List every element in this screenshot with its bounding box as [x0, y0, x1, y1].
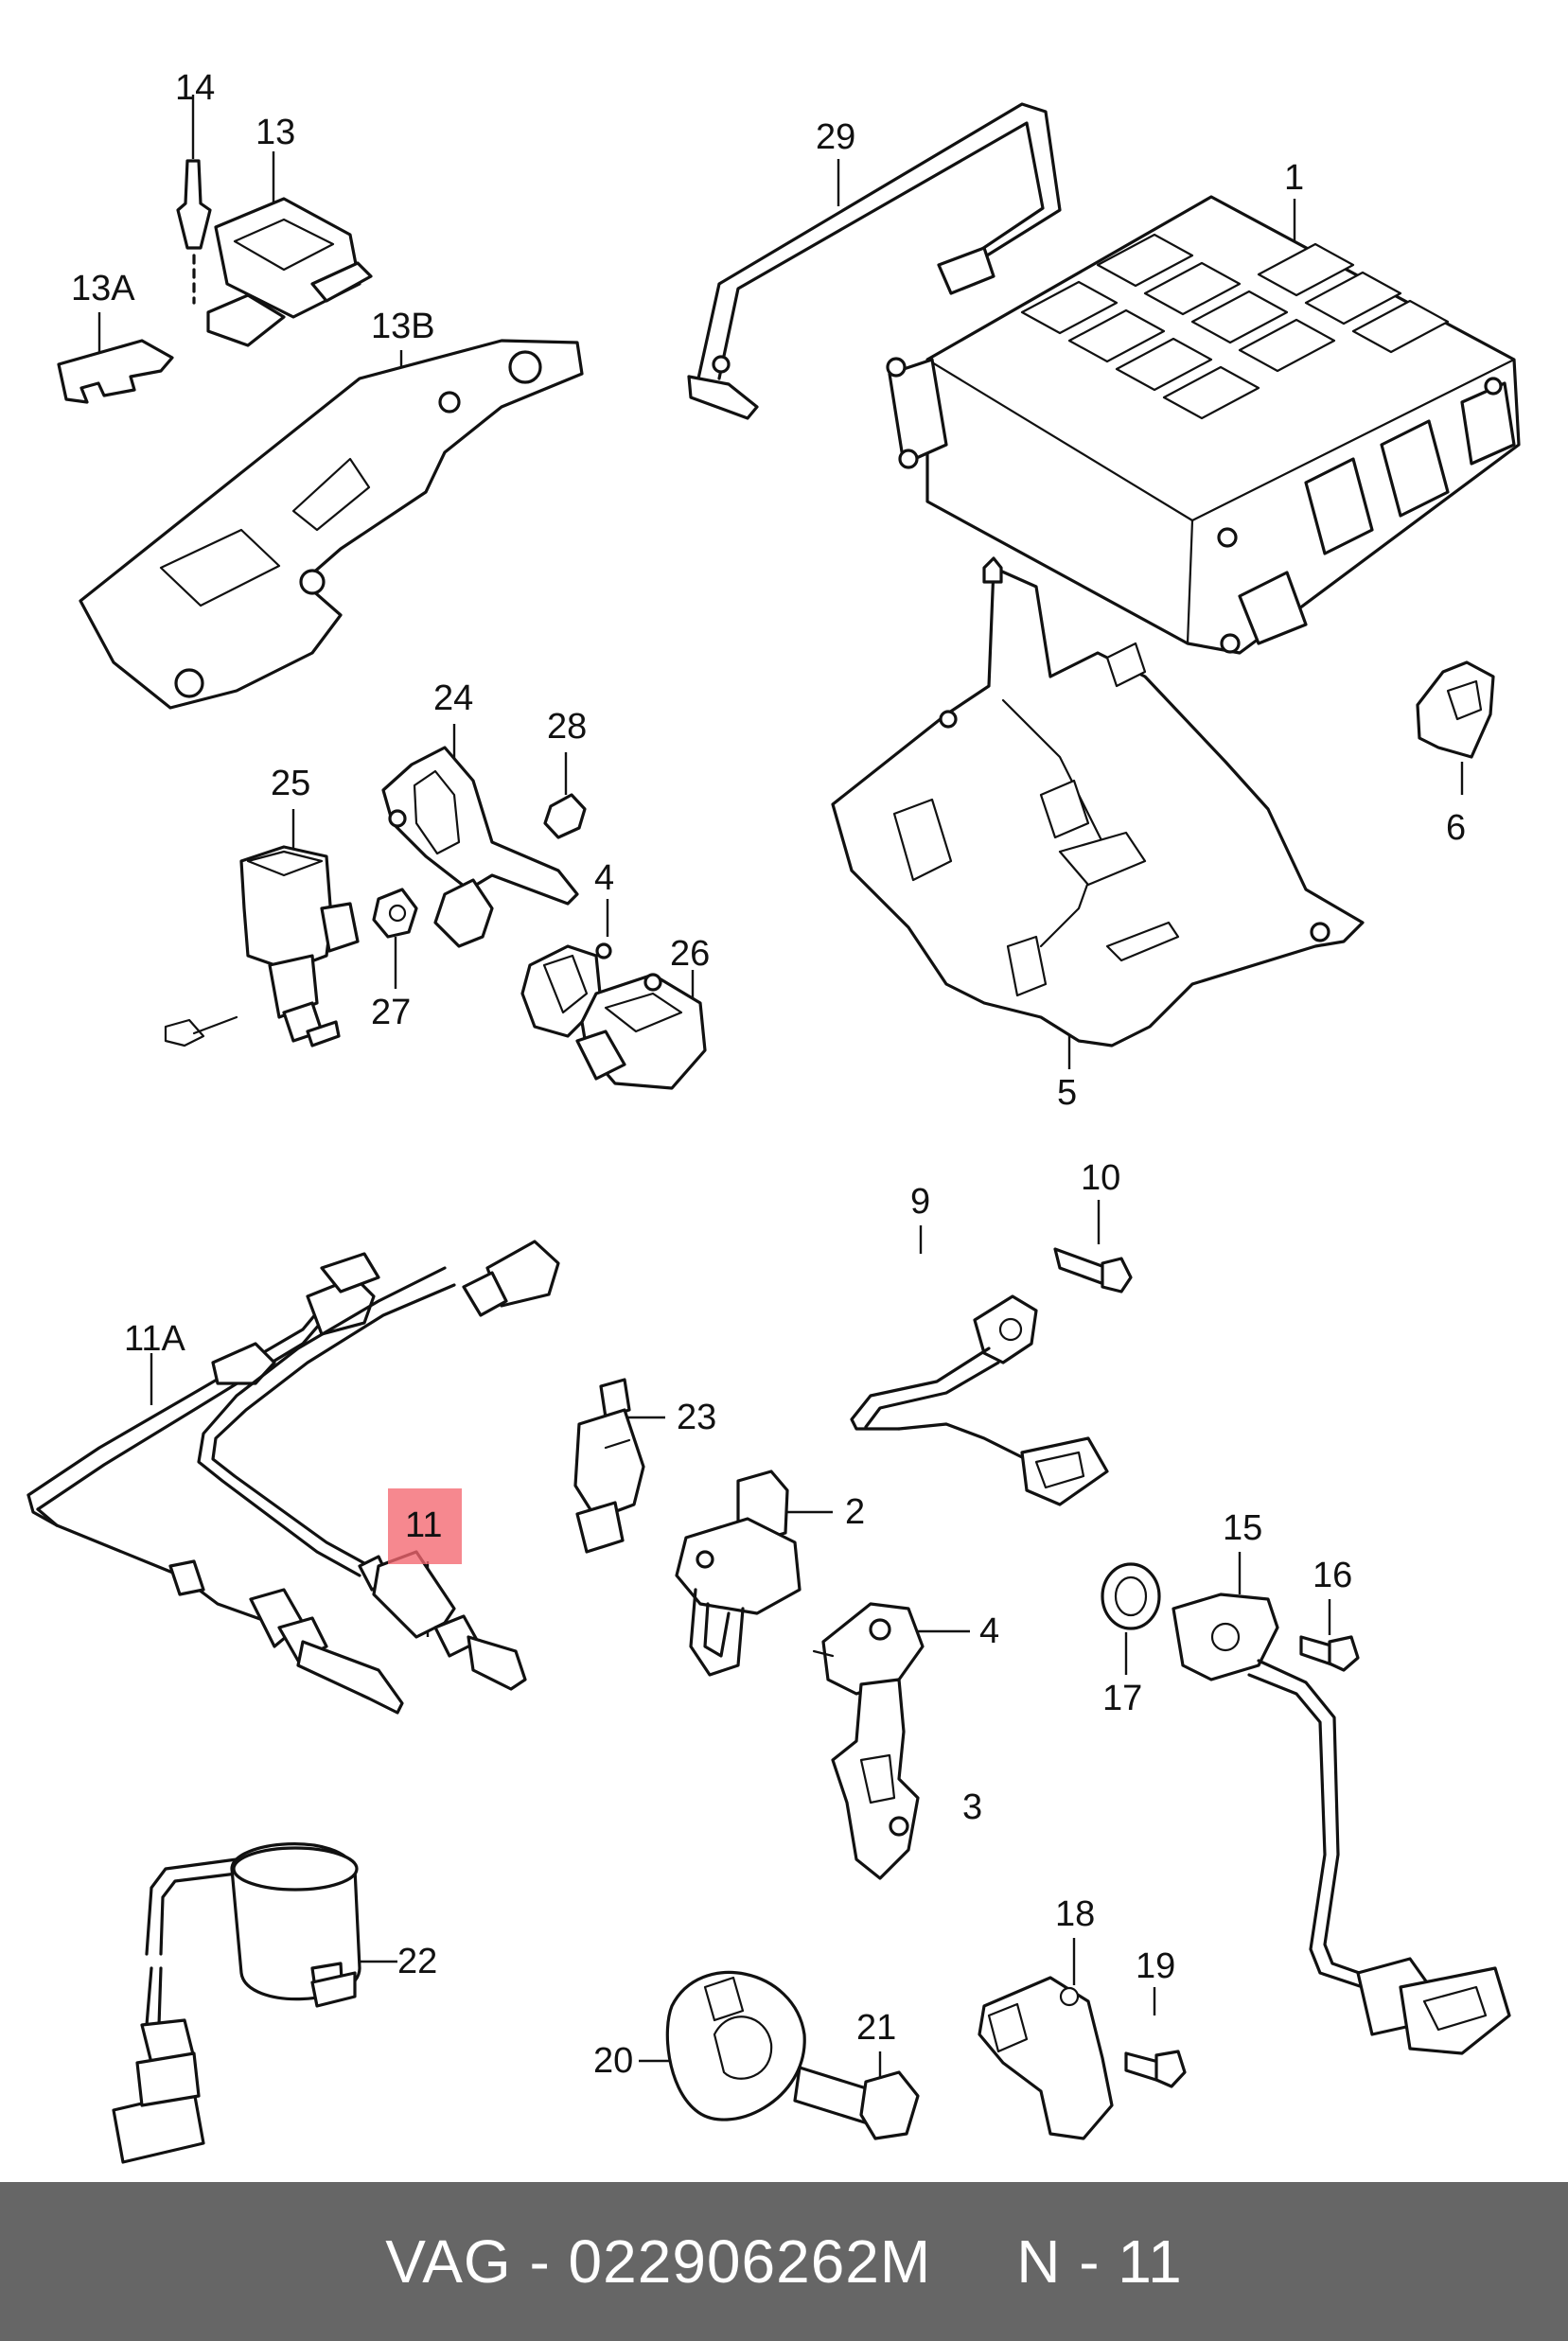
callout-26: 26	[670, 934, 711, 974]
part-14-pin	[176, 159, 212, 305]
callout-27: 27	[371, 993, 412, 1032]
callout-5: 5	[1057, 1073, 1078, 1113]
part-11a-sensor-cable	[26, 1252, 404, 1715]
callout-16: 16	[1313, 1556, 1353, 1595]
part-13a-clip	[57, 339, 174, 404]
part-26-valve	[575, 973, 707, 1090]
part-29-strap	[687, 102, 1062, 420]
callout-28: 28	[547, 707, 588, 747]
part-4-valve-lower	[812, 1602, 925, 1696]
highlighted-part-marker	[388, 1488, 462, 1564]
part-24-bracket	[381, 746, 579, 948]
part-number-text: VAG - 022906262M	[385, 2227, 932, 2296]
callout-6: 6	[1446, 808, 1467, 848]
callout-2: 2	[845, 1492, 866, 1532]
part-6-clip	[1416, 660, 1495, 759]
part-13-connector-housing	[206, 197, 373, 347]
part-9-knock-sensor	[850, 1294, 1109, 1506]
callout-3: 3	[962, 1787, 983, 1827]
part-2-valve	[675, 1470, 802, 1677]
callout-21: 21	[856, 2008, 897, 2048]
callout-25: 25	[271, 764, 311, 803]
callout-11: 11	[405, 1505, 443, 1545]
part-18-speed-sensor	[978, 1976, 1114, 2140]
callout-29: 29	[816, 117, 856, 157]
part-27-nut	[372, 888, 418, 939]
reference-text: N - 11	[1016, 2227, 1183, 2296]
callout-4-upper: 4	[594, 858, 615, 898]
callout-23: 23	[677, 1398, 717, 1437]
part-5-mounting-plate	[831, 556, 1365, 1047]
part-20-sender-wheel	[665, 1971, 806, 2121]
part-19-bolt	[1124, 2050, 1187, 2088]
part-25-valve	[164, 845, 360, 1047]
callout-24: 24	[433, 678, 474, 718]
part-3-bracket	[831, 1678, 920, 1880]
callout-15: 15	[1223, 1508, 1263, 1548]
part-21-bolt	[793, 2066, 920, 2140]
part-4-valve-upper	[520, 942, 612, 1038]
part-17-seal-ring	[1101, 1562, 1161, 1630]
callout-9: 9	[910, 1182, 931, 1222]
part-15-sensor	[1172, 1593, 1511, 2055]
callout-10: 10	[1081, 1158, 1121, 1198]
parts-exploded-diagram	[26, 95, 1521, 2164]
callout-20: 20	[593, 2041, 634, 2081]
part-16-bolt	[1299, 1635, 1360, 1672]
part-28-nut	[543, 793, 587, 839]
callout-22: 22	[397, 1942, 438, 1981]
part-22-pump	[112, 1842, 361, 2164]
callout-1: 1	[1284, 158, 1305, 198]
part-23-switch	[573, 1378, 645, 1554]
callout-13a: 13A	[71, 269, 135, 308]
callout-19: 19	[1136, 1946, 1176, 1986]
callout-13: 13	[255, 113, 296, 152]
part-10-bolt	[1053, 1247, 1133, 1294]
callout-11a: 11A	[124, 1319, 185, 1359]
footer-bar: VAG - 022906262M N - 11	[0, 2182, 1568, 2341]
callout-4-lower: 4	[979, 1611, 1000, 1651]
part-1-control-unit	[886, 195, 1521, 655]
callout-14: 14	[175, 68, 216, 108]
callout-13b: 13B	[371, 307, 435, 346]
part-13b-bracket	[79, 339, 584, 710]
callout-17: 17	[1102, 1679, 1143, 1718]
callout-18: 18	[1055, 1894, 1096, 1934]
part-11-glow-sensor	[197, 1240, 560, 1691]
